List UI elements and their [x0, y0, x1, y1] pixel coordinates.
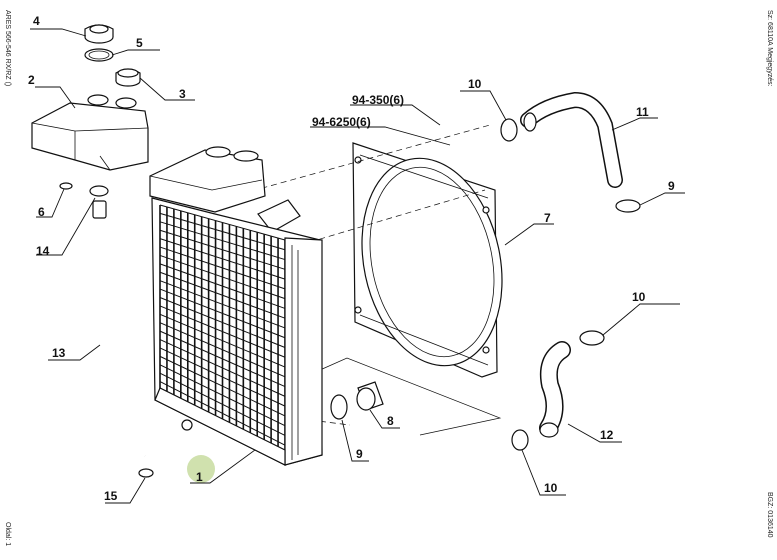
- core-fin: [159, 271, 286, 319]
- callout-3[interactable]: 3: [179, 87, 186, 101]
- side-text-right-top: Sz: 68110A Megjegyzés:: [766, 10, 773, 87]
- core-fin: [159, 355, 286, 417]
- sensor-cap: [115, 68, 141, 87]
- core-fin: [159, 238, 286, 280]
- callout-13[interactable]: 13: [52, 346, 66, 360]
- callout-4[interactable]: 4: [33, 14, 40, 28]
- callout-1[interactable]: 1: [196, 470, 203, 484]
- ref-label-94-6250[interactable]: 94-6250(6): [312, 115, 371, 129]
- core-fin: [159, 254, 286, 300]
- hose-sleeve: [356, 381, 384, 411]
- hose-clamp-10-upper: [500, 118, 518, 142]
- hose-clamp-9-lower: [330, 394, 348, 420]
- core-fin: [159, 313, 286, 368]
- fan-shroud: [352, 142, 503, 378]
- callout-2[interactable]: 2: [28, 73, 35, 87]
- callout-8[interactable]: 8: [387, 414, 394, 428]
- core-fin: [159, 372, 286, 436]
- radiator: [149, 146, 323, 466]
- core-fin: [159, 322, 286, 378]
- callout-10-upper[interactable]: 10: [468, 77, 482, 91]
- hose-clamp-10-lower: [511, 429, 529, 451]
- callout-11[interactable]: 11: [636, 105, 649, 119]
- callout-9-lower[interactable]: 9: [356, 447, 363, 461]
- lower-hose: [539, 341, 571, 438]
- core-fin: [159, 221, 286, 261]
- core-fin: [159, 212, 286, 251]
- callout-12[interactable]: 12: [600, 428, 614, 442]
- hose-clamp-15: [138, 468, 154, 478]
- callout-5[interactable]: 5: [136, 36, 143, 50]
- leader-lines: [30, 28, 685, 504]
- core-fin: [159, 347, 286, 407]
- callout-9-upper[interactable]: 9: [668, 179, 675, 193]
- filler-cap: [84, 24, 114, 44]
- side-text-right-bottom: BGZ: 0136140: [766, 492, 773, 538]
- upper-hose: [520, 91, 623, 188]
- hose-clamp-9-upper: [615, 199, 641, 213]
- core-fin: [159, 339, 286, 397]
- core-fin: [159, 246, 286, 290]
- callout-10-middle[interactable]: 10: [632, 290, 646, 304]
- core-fin: [159, 297, 286, 348]
- callout-15[interactable]: 15: [104, 489, 118, 503]
- tank-ring: [59, 182, 73, 190]
- callout-10-lower[interactable]: 10: [544, 481, 558, 495]
- hose-clamp-10-middle: [579, 330, 605, 346]
- expansion-tank: [31, 94, 149, 171]
- core-fin: [159, 288, 286, 339]
- side-text-left-bottom: Oldal: 1: [4, 522, 11, 546]
- core-fin: [159, 263, 286, 309]
- callout-6[interactable]: 6: [38, 205, 45, 219]
- ref-label-94-350[interactable]: 94-350(6): [352, 93, 404, 107]
- overflow-hose: [92, 200, 146, 462]
- side-text-left-top: ARES 566-546 RX/RZ (): [4, 10, 11, 86]
- core-fin: [159, 364, 286, 427]
- radiator-core-grid: [159, 204, 286, 456]
- core-fin: [159, 204, 286, 241]
- highlight-marker: [187, 455, 215, 483]
- core-fin: [159, 229, 286, 270]
- callout-14[interactable]: 14: [36, 244, 50, 258]
- core-fin: [159, 330, 286, 388]
- hose-clamp-14: [89, 185, 109, 197]
- callout-7[interactable]: 7: [544, 211, 551, 225]
- core-fin: [159, 305, 286, 358]
- core-fin: [159, 381, 286, 446]
- core-fin: [159, 280, 286, 329]
